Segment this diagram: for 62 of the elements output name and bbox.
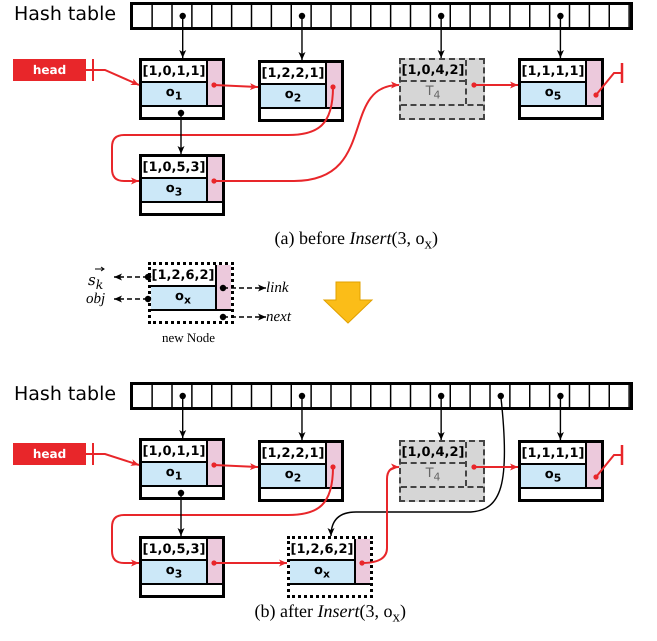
head-label: head	[13, 443, 86, 465]
pointer-arrow	[298, 16, 306, 60]
pointer-arrow	[438, 396, 445, 440]
list-node	[139, 536, 225, 598]
table-title: Hash table	[14, 3, 116, 25]
object-cell-text: T$_{4}$	[424, 465, 442, 486]
pointer-arrow	[298, 396, 306, 440]
figure-caption: (b) after Insert(3, o$_{x}$)	[254, 601, 406, 627]
pointer-arrow	[474, 464, 518, 470]
pointer-arrow	[223, 284, 266, 292]
pointer-arrow	[474, 82, 518, 88]
list-node	[148, 262, 234, 324]
object-cell: o$_{2}$	[261, 465, 325, 487]
pointer-arrow	[595, 444, 624, 478]
pointer-arrow	[179, 16, 186, 58]
object-cell: o$_{x}$	[151, 287, 215, 309]
list-node	[399, 440, 485, 502]
pointer-label: next	[266, 308, 302, 326]
pointer-arrow	[438, 16, 445, 58]
list-node	[139, 154, 225, 216]
pointer-arrow	[178, 113, 184, 154]
pointer-arrow	[595, 62, 624, 96]
object-cell: o$_{3}$	[142, 561, 206, 583]
list-node	[258, 60, 344, 122]
pointer-arrow	[556, 396, 564, 440]
pointer-arrow	[111, 86, 334, 184]
list-node	[139, 438, 225, 500]
pointer-arrow	[111, 466, 334, 566]
pointer-arrow	[179, 396, 186, 438]
pointer-arrow	[178, 493, 184, 536]
pointer-arrow	[223, 314, 266, 320]
list-node	[139, 58, 225, 120]
pointer-label: link	[266, 279, 300, 297]
object-cell: o$_{1}$	[142, 463, 206, 485]
pointer-arrow	[86, 453, 140, 466]
list-node	[518, 440, 604, 502]
pointer-arrow	[214, 83, 258, 90]
pointer-arrow	[362, 464, 400, 564]
list-node	[287, 536, 373, 598]
object-cell: o$_{5}$	[521, 465, 585, 487]
pointer-arrow	[114, 274, 148, 280]
pointer-arrow	[214, 82, 400, 182]
object-cell: o$_{3}$	[142, 179, 206, 201]
pointer-arrow	[214, 463, 258, 470]
pointer-arrow	[214, 560, 287, 566]
object-cell: o$_{5}$	[521, 83, 585, 105]
head-label: head	[13, 59, 86, 81]
pointer-arrow	[114, 296, 148, 302]
list-node	[518, 58, 604, 120]
object-cell: o$_{2}$	[261, 85, 325, 107]
object-cell: o$_{1}$	[142, 83, 206, 105]
object-cell-text: T$_{4}$	[424, 83, 442, 104]
key-cell: [1,0,4,2]	[401, 60, 465, 82]
key-cell: [1,0,4,2]	[401, 442, 465, 464]
object-cell: o$_{x}$	[290, 561, 354, 583]
list-node	[399, 58, 485, 120]
figure-caption: (a) before Insert(3, o$_{x}$)	[274, 228, 438, 254]
list-node	[258, 440, 344, 502]
pointer-arrow	[86, 69, 140, 86]
node-caption: new Node	[162, 330, 216, 346]
pointer-arrow	[556, 16, 564, 58]
table-title: Hash table	[14, 383, 116, 405]
